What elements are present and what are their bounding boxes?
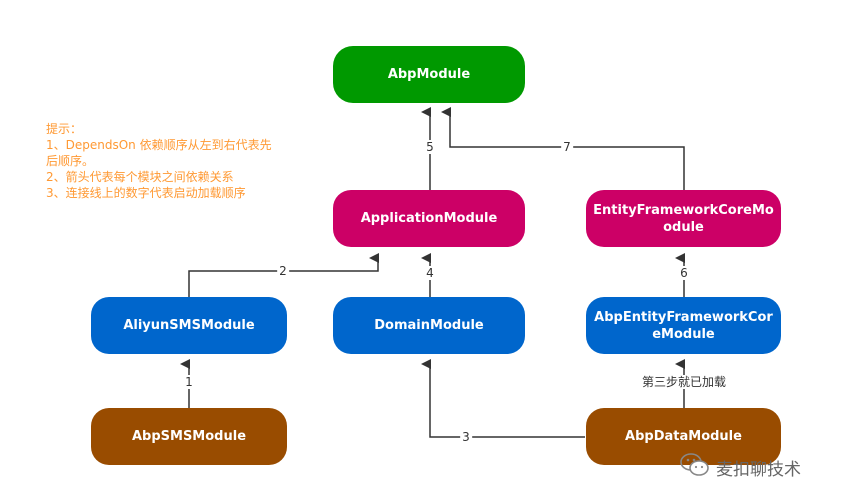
edge-label-loaded: 第三步就已加载 (639, 375, 729, 389)
abp-efcore-module-node[interactable]: AbpEntityFrameworkCor eModule (586, 297, 781, 354)
abp-sms-module-node[interactable]: AbpSMSModule (91, 408, 287, 465)
edge-label-7: 7 (561, 140, 573, 154)
wechat-icon (680, 452, 710, 483)
abp-module-node[interactable]: AbpModule (333, 46, 525, 103)
edge-label-5: 5 (424, 140, 436, 154)
watermark-text: 麦扣聊技术 (716, 460, 801, 480)
domain-module-node[interactable]: DomainModule (333, 297, 525, 354)
abp-data-module-node[interactable]: AbpDataModule (586, 408, 781, 465)
edge-label-1: 1 (183, 375, 195, 389)
hint-line: 3、连接线上的数字代表启动加载顺序 (46, 186, 246, 200)
efcore-module-node[interactable]: EntityFrameworkCoreMo odule (586, 190, 781, 247)
application-module-node[interactable]: ApplicationModule (333, 190, 525, 247)
edge-label-2: 2 (277, 264, 289, 278)
hint-line: 2、箭头代表每个模块之间依赖关系 (46, 170, 234, 184)
hint-note: 提示： 1、DependsOn 依赖顺序从左到右代表先 后顺序。 2、箭头代表每… (46, 121, 272, 201)
edge-3 (421, 359, 585, 438)
hint-line: 后顺序。 (46, 154, 95, 168)
edge-label-3: 3 (460, 430, 472, 444)
aliyun-sms-module-node[interactable]: AliyunSMSModule (91, 297, 287, 354)
hint-line: 1、DependsOn 依赖顺序从左到右代表先 (46, 138, 272, 152)
edge-label-4: 4 (424, 266, 436, 280)
watermark: 麦扣聊技术 (680, 452, 801, 483)
edge-label-6: 6 (678, 266, 690, 280)
hint-line: 提示： (46, 122, 83, 136)
